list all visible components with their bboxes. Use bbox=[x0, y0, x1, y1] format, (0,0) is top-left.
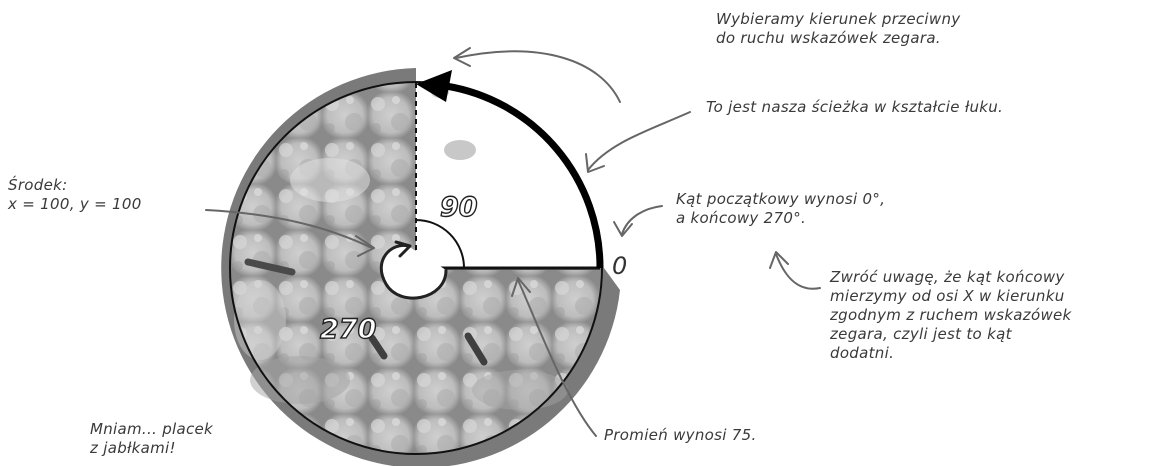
annotation-angles-line-1: Kąt początkowy wynosi 0°, bbox=[676, 190, 885, 209]
annotation-arc-path: To jest nasza ścieżka w kształcie łuku. bbox=[706, 98, 1003, 117]
annotation-note-line-1: Zwróć uwagę, że kąt końcowy bbox=[830, 268, 1072, 287]
angle-0-label: 0 bbox=[612, 252, 627, 280]
annotation-note-line-4: zegara, czyli jest to kąt bbox=[830, 325, 1072, 344]
pie-highlight-3 bbox=[472, 370, 568, 410]
annotation-radius: Promień wynosi 75. bbox=[604, 426, 757, 445]
annotation-pie-line-2: z jabłkami! bbox=[90, 439, 213, 458]
annotation-note-line-3: zgodnym z ruchem wskazówek bbox=[830, 306, 1072, 325]
annotation-direction: Wybieramy kierunek przeciwny do ruchu ws… bbox=[716, 10, 960, 48]
annotation-center-line-2: x = 100, y = 100 bbox=[8, 195, 142, 214]
pie-highlight-2 bbox=[250, 356, 350, 404]
angle-270-label: 270 bbox=[320, 314, 376, 345]
angle-270-swirl bbox=[381, 245, 446, 298]
annotation-radius-text: Promień wynosi 75. bbox=[604, 426, 757, 445]
annotation-pie-line-1: Mniam... placek bbox=[90, 420, 213, 439]
annotation-note: Zwróć uwagę, że kąt końcowy mierzymy od … bbox=[830, 268, 1072, 363]
arc-path bbox=[446, 86, 600, 268]
annotation-note-line-2: mierzymy od osi X w kierunku bbox=[830, 287, 1072, 306]
annotation-pie: Mniam... placek z jabłkami! bbox=[90, 420, 213, 458]
annotation-arc-path-text: To jest nasza ścieżka w kształcie łuku. bbox=[706, 98, 1003, 117]
annotation-center-line-1: Środek: bbox=[8, 176, 142, 195]
annotation-angles-line-2: a końcowy 270°. bbox=[676, 209, 885, 228]
arc-arrowhead bbox=[416, 70, 452, 102]
annotation-angles: Kąt początkowy wynosi 0°, a końcowy 270°… bbox=[676, 190, 885, 228]
annotation-note-line-5: dodatni. bbox=[830, 344, 1072, 363]
arrow-arc-path bbox=[588, 112, 690, 170]
pie-crumb-1 bbox=[444, 140, 476, 160]
annotation-center: Środek: x = 100, y = 100 bbox=[8, 176, 142, 214]
angle-90-label: 90 bbox=[440, 192, 478, 223]
pie-highlight-1 bbox=[290, 158, 370, 202]
annotation-direction-line-2: do ruchu wskazówek zegara. bbox=[716, 29, 960, 48]
annotation-direction-line-1: Wybieramy kierunek przeciwny bbox=[716, 10, 960, 29]
pie-highlight-4 bbox=[234, 280, 286, 360]
